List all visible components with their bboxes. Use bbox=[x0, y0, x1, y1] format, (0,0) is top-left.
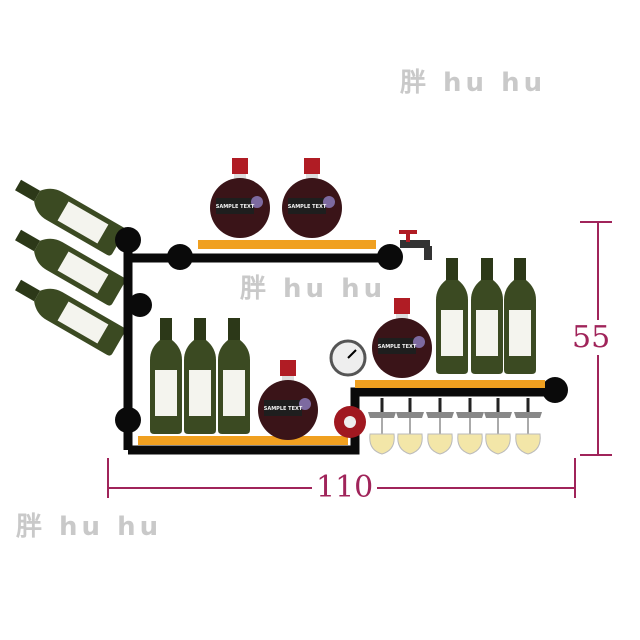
height-dimension-label: 55 bbox=[572, 320, 611, 355]
top-shelf: SAMPLE TEXT SAMPLE TEXT bbox=[198, 158, 376, 249]
tilted-bottles bbox=[10, 171, 127, 357]
faucet-icon bbox=[399, 230, 432, 260]
width-dimension-label: 110 bbox=[312, 470, 378, 505]
watermark: 胖 hu hu bbox=[16, 512, 163, 542]
pipe-joints bbox=[115, 227, 568, 433]
red-valve-icon bbox=[334, 406, 366, 438]
bottle-label-text: SAMPLE TEXT bbox=[264, 406, 303, 412]
bottle-label-text: SAMPLE TEXT bbox=[378, 344, 417, 350]
bottom-shelf: SAMPLE TEXT bbox=[138, 318, 348, 445]
pressure-gauge-icon bbox=[329, 339, 367, 377]
right-shelf: SAMPLE TEXT bbox=[355, 258, 545, 388]
bottle-label-text: SAMPLE TEXT bbox=[288, 204, 327, 210]
watermark: 胖 hu hu bbox=[240, 274, 387, 304]
bottle-label-text: SAMPLE TEXT bbox=[216, 204, 255, 210]
watermark: 胖 hu hu bbox=[400, 68, 547, 98]
hanging-glasses bbox=[366, 396, 544, 456]
